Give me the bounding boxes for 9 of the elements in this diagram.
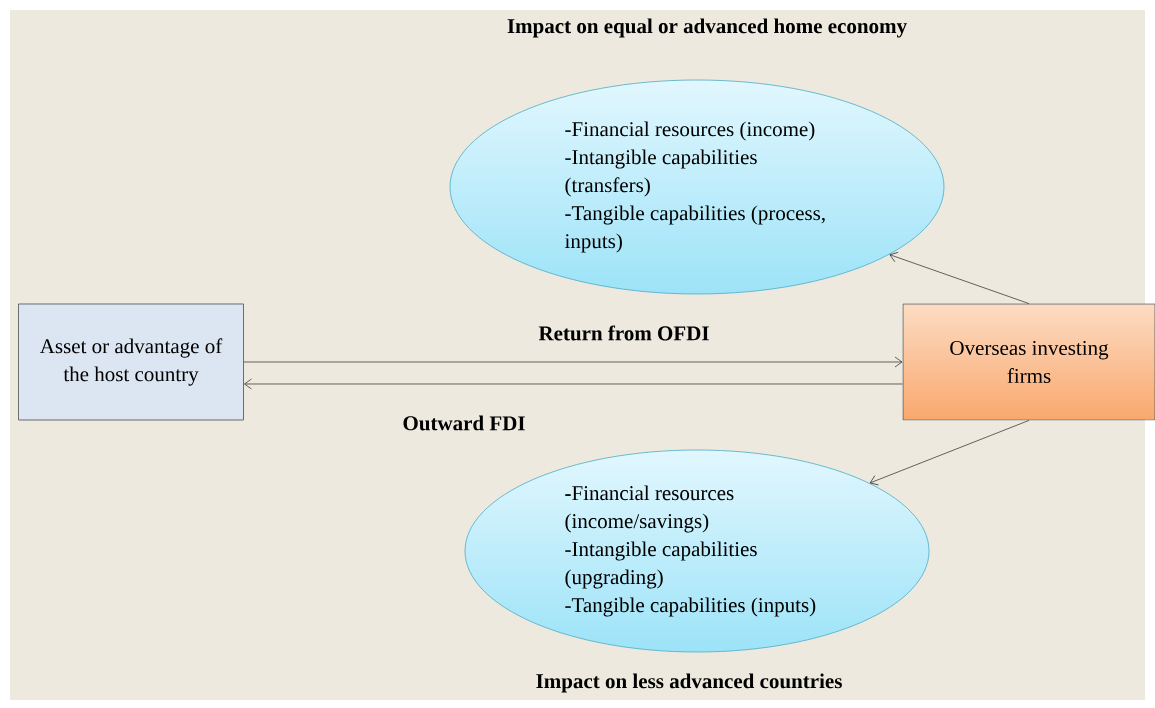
process-box: Asset or advantage of the host country (18, 303, 244, 421)
heading: Impact on equal or advanced home economy (507, 18, 907, 38)
arrow (244, 378, 903, 390)
edge-label: Return from OFDI (537, 324, 711, 342)
arrow (869, 420, 1030, 486)
heading: Impact on less advanced countries (536, 673, 842, 693)
arrow (889, 252, 1030, 304)
process-box: Overseas investing firms (902, 303, 1155, 421)
arrow (243, 356, 903, 368)
